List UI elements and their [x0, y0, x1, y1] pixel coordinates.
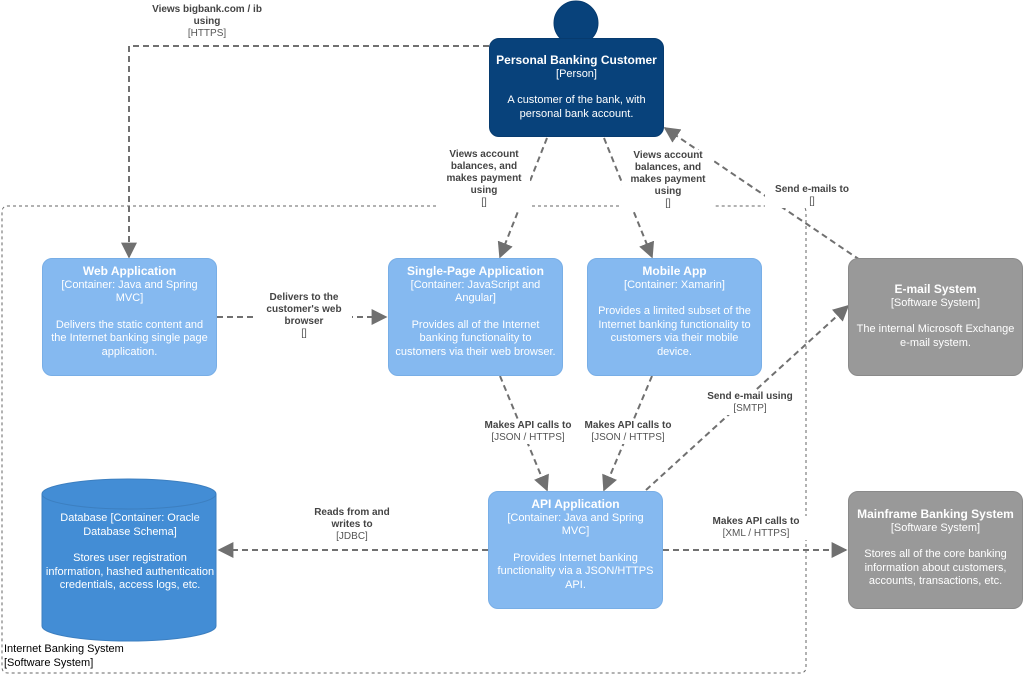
database-box[interactable]: Database [Container: Oracle Database Sch… — [44, 512, 216, 593]
label-mobile-api: Makes API calls to [JSON / HTTPS] — [574, 420, 682, 444]
mobile-type: [Container: Xamarin] — [624, 278, 725, 291]
boundary-name: Internet Banking System — [4, 643, 124, 655]
database-type: [Container: Oracle Database Schema] — [83, 512, 200, 538]
email-system-box[interactable]: E-mail System [Software System] The inte… — [848, 258, 1023, 376]
edge-api-email — [645, 304, 850, 491]
database-name: Database — [60, 512, 108, 524]
label-send-emails: Send e-mails to [] — [765, 184, 859, 208]
web-app-name: Web Application — [82, 264, 177, 278]
mainframe-name: Mainframe Banking System — [857, 507, 1014, 521]
database-cylinder — [41, 478, 217, 642]
person-box[interactable]: Personal Banking Customer [Person] A cus… — [489, 38, 664, 137]
mobile-app-box[interactable]: Mobile App [Container: Xamarin] Provides… — [587, 258, 762, 376]
web-application-box[interactable]: Web Application [Container: Java and Spr… — [42, 258, 217, 376]
label-api-mainframe: Makes API calls to [XML / HTTPS] — [701, 516, 811, 540]
spa-name: Single-Page Application — [407, 264, 544, 278]
web-app-desc: Delivers the static content and the Inte… — [51, 318, 208, 358]
api-name: API Application — [531, 497, 620, 511]
web-app-type: [Container: Java and Spring MVC] — [61, 278, 198, 305]
label-reads-db: Reads from and writes to [JDBC] — [305, 507, 399, 543]
person-name: Personal Banking Customer — [496, 53, 657, 67]
label-views-spa: Views account balances, and makes paymen… — [438, 149, 530, 209]
person-type: [Person] — [556, 67, 597, 80]
email-desc: The internal Microsoft Exchange e-mail s… — [856, 323, 1015, 349]
mainframe-desc: Stores all of the core banking informati… — [864, 548, 1007, 587]
label-send-smtp: Send e-mail using [SMTP] — [696, 391, 804, 415]
mainframe-type: [Software System] — [890, 521, 981, 534]
api-desc: Provides Internet banking functionality … — [497, 551, 654, 591]
boundary-type: [Software System] — [4, 656, 94, 669]
email-type: [Software System] — [890, 296, 981, 309]
label-views-mobile: Views account balances, and makes paymen… — [622, 150, 714, 210]
api-type: [Container: Java and Spring MVC] — [507, 511, 644, 538]
mainframe-system-box[interactable]: Mainframe Banking System [Software Syste… — [848, 491, 1023, 609]
person-desc: A customer of the bank, with personal ba… — [507, 94, 646, 120]
email-name: E-mail System — [894, 282, 977, 296]
label-delivers: Delivers to the customer's web browser [… — [256, 292, 352, 340]
spa-desc: Provides all of the Internet banking fun… — [395, 318, 556, 358]
boundary-label: Internet Banking System [Software System… — [4, 643, 124, 670]
spa-type: [Container: JavaScript and Angular] — [410, 278, 541, 305]
mobile-desc: Provides a limited subset of the Interne… — [598, 305, 751, 358]
label-spa-api: Makes API calls to [JSON / HTTPS] — [474, 420, 582, 444]
mobile-name: Mobile App — [642, 264, 707, 278]
system-boundary — [1, 205, 807, 674]
edge-person-web — [121, 45, 489, 259]
database-desc: Stores user registration information, ha… — [45, 552, 215, 591]
single-page-application-box[interactable]: Single-Page Application [Container: Java… — [388, 258, 563, 376]
label-views-web: Views bigbank.com / ib using [HTTPS] — [145, 4, 269, 40]
api-application-box[interactable]: API Application [Container: Java and Spr… — [488, 491, 663, 609]
